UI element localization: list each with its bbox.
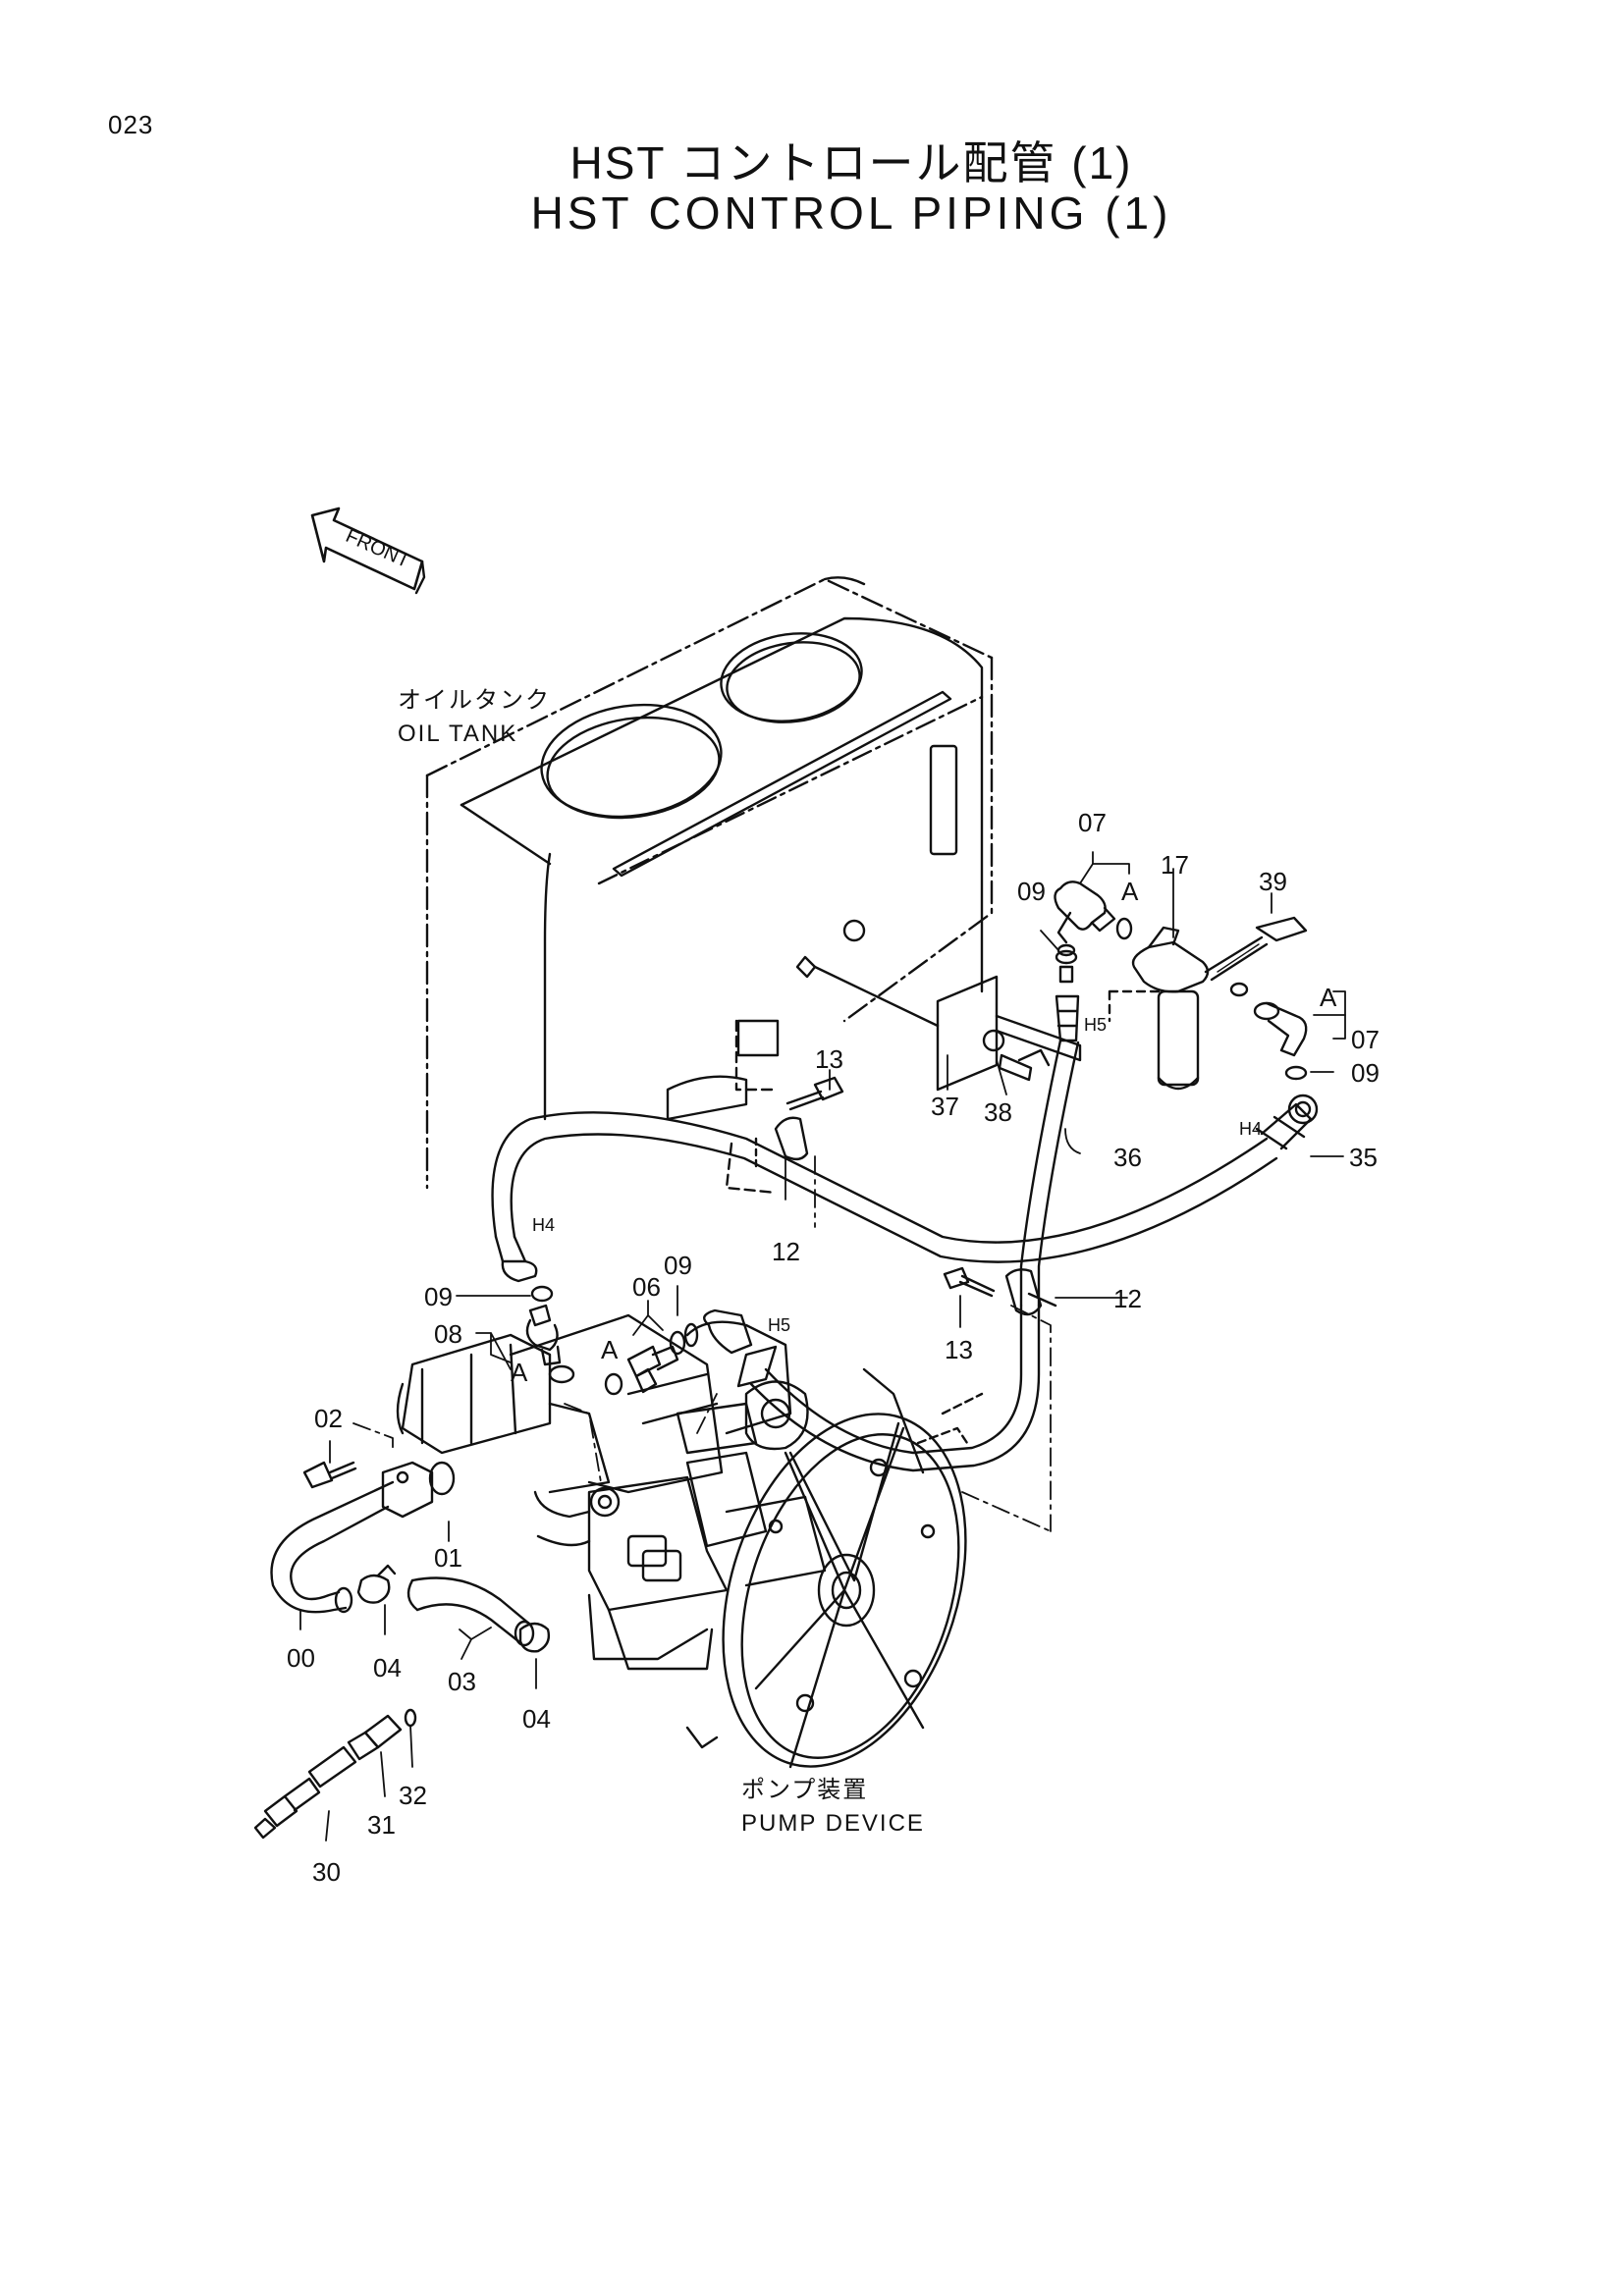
left-fittings — [253, 1285, 699, 1840]
page-title-english: HST CONTROL PIPING (1) — [530, 187, 1172, 239]
pump-device-label-en: PUMP DEVICE — [741, 1810, 925, 1837]
callout-02: 02 — [314, 1404, 343, 1433]
callout-09-top: 09 — [1017, 877, 1046, 906]
page-title-japanese: HST コントロール配管 (1) — [569, 137, 1133, 188]
section-mark-a-mid: A — [601, 1335, 619, 1364]
callout-39: 39 — [1259, 867, 1287, 896]
hose-tag-h4-top: H4 — [1239, 1119, 1263, 1139]
callout-04-left: 04 — [373, 1653, 402, 1682]
callout-12-mid: 12 — [1113, 1284, 1142, 1313]
section-mark-a-top: A — [1121, 877, 1139, 906]
callout-03: 03 — [448, 1667, 476, 1696]
hose-tag-h5-mid: H5 — [768, 1315, 791, 1335]
oil-tank-label-en: OIL TANK — [398, 721, 518, 747]
callout-04-right: 04 — [522, 1704, 551, 1734]
hose-tag-h5-top: H5 — [1084, 1015, 1108, 1035]
callout-09-mid: 09 — [664, 1251, 692, 1280]
callout-09-right: 09 — [1351, 1058, 1380, 1088]
oil-tank-outline — [425, 576, 994, 1195]
callout-38: 38 — [984, 1097, 1012, 1127]
section-mark-a-right: A — [1320, 983, 1337, 1012]
callout-35: 35 — [1349, 1143, 1378, 1172]
callout-00: 00 — [287, 1643, 315, 1673]
callout-07-top: 07 — [1078, 808, 1107, 837]
hose-tag-h4-left: H4 — [532, 1215, 556, 1235]
reference-leader-lines — [352, 1155, 1052, 1532]
callout-12-top: 12 — [772, 1237, 800, 1266]
callout-36: 36 — [1113, 1143, 1142, 1172]
page-number: 023 — [108, 110, 154, 139]
filter-bracket-assembly — [936, 881, 1319, 1125]
callout-13-mid: 13 — [945, 1335, 973, 1364]
callout-09-left: 09 — [424, 1282, 453, 1311]
callout-17: 17 — [1161, 850, 1189, 880]
callout-01: 01 — [434, 1543, 462, 1573]
callout-37: 37 — [931, 1092, 959, 1121]
callout-leaders — [299, 851, 1346, 1842]
callout-13-top: 13 — [815, 1044, 843, 1074]
bolt-13-icons — [754, 1076, 996, 1298]
hose-lines — [491, 1039, 1313, 1472]
section-mark-a-left: A — [511, 1358, 528, 1387]
pump-device-outline — [396, 1313, 984, 1769]
callout-08: 08 — [434, 1319, 462, 1349]
oil-tank-label-jp: オイルタンク — [398, 687, 551, 714]
callout-30: 30 — [312, 1857, 341, 1887]
front-arrow-icon — [310, 507, 426, 595]
callout-06: 06 — [632, 1272, 661, 1302]
callout-31: 31 — [367, 1810, 396, 1840]
callout-32: 32 — [399, 1781, 427, 1810]
pump-device-label-jp: ポンプ装置 — [741, 1777, 869, 1803]
callout-07-right: 07 — [1351, 1025, 1380, 1054]
